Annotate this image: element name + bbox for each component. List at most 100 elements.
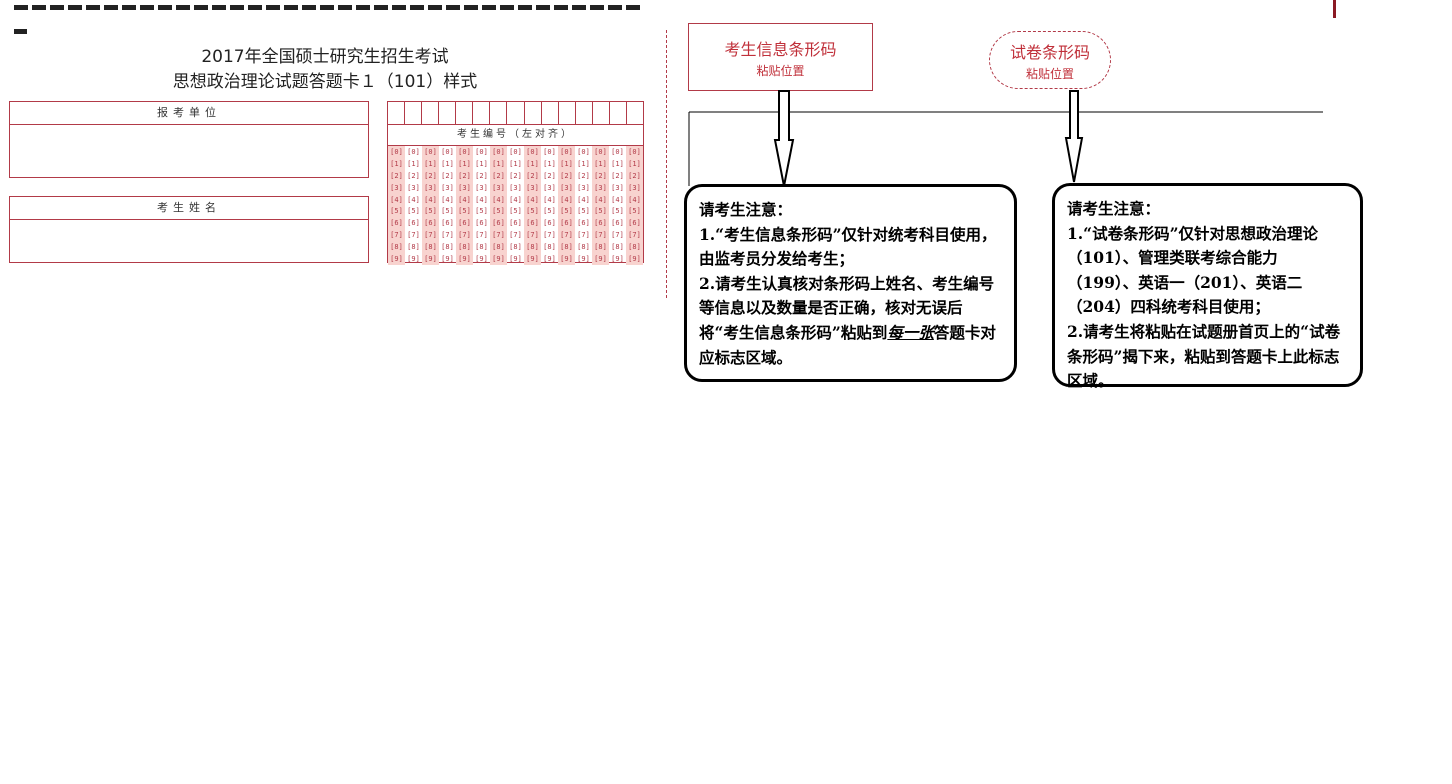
- digit-bubble[interactable]: [9]: [441, 255, 454, 264]
- id-write-cell[interactable]: [473, 102, 491, 124]
- id-write-cells[interactable]: [388, 102, 643, 125]
- digit-bubble[interactable]: [4]: [407, 195, 420, 204]
- digit-bubble[interactable]: [3]: [458, 183, 471, 192]
- digit-bubble[interactable]: [5]: [407, 207, 420, 216]
- digit-bubble[interactable]: [3]: [577, 183, 590, 192]
- digit-bubble[interactable]: [6]: [543, 219, 556, 228]
- digit-bubble[interactable]: [5]: [441, 207, 454, 216]
- digit-bubble[interactable]: [7]: [509, 231, 522, 240]
- digit-bubble[interactable]: [5]: [577, 207, 590, 216]
- digit-bubble[interactable]: [7]: [594, 231, 607, 240]
- digit-bubble[interactable]: [3]: [424, 183, 437, 192]
- digit-bubble[interactable]: [8]: [390, 243, 403, 252]
- digit-bubble[interactable]: [6]: [458, 219, 471, 228]
- digit-bubble[interactable]: [1]: [543, 159, 556, 168]
- digit-bubble[interactable]: [7]: [628, 231, 641, 240]
- id-write-cell[interactable]: [593, 102, 610, 124]
- digit-bubble[interactable]: [1]: [526, 159, 539, 168]
- digit-bubble[interactable]: [5]: [509, 207, 522, 216]
- digit-bubble[interactable]: [7]: [475, 231, 488, 240]
- digit-bubble[interactable]: [0]: [560, 148, 573, 156]
- digit-bubble[interactable]: [9]: [594, 255, 607, 264]
- digit-bubble[interactable]: [1]: [628, 159, 641, 168]
- digit-bubble[interactable]: [0]: [441, 148, 454, 156]
- digit-bubble[interactable]: [4]: [390, 195, 403, 204]
- id-bubble-grid[interactable]: [0] [1] [2] [3] [4] [5] [6] [7] [8] [9] [0] [1] [2] […: [388, 146, 643, 265]
- digit-bubble[interactable]: [3]: [594, 183, 607, 192]
- digit-bubble[interactable]: [2]: [509, 171, 522, 180]
- digit-bubble[interactable]: [9]: [526, 255, 539, 264]
- digit-bubble[interactable]: [3]: [526, 183, 539, 192]
- digit-bubble[interactable]: [2]: [543, 171, 556, 180]
- id-write-cell[interactable]: [507, 102, 525, 124]
- digit-bubble[interactable]: [0]: [526, 148, 539, 156]
- digit-bubble[interactable]: [8]: [458, 243, 471, 252]
- digit-bubble[interactable]: [0]: [492, 148, 505, 156]
- digit-bubble[interactable]: [2]: [492, 171, 505, 180]
- digit-bubble[interactable]: [4]: [509, 195, 522, 204]
- digit-bubble[interactable]: [0]: [458, 148, 471, 156]
- digit-bubble[interactable]: [8]: [424, 243, 437, 252]
- digit-bubble[interactable]: [3]: [441, 183, 454, 192]
- digit-bubble[interactable]: [5]: [594, 207, 607, 216]
- digit-bubble[interactable]: [2]: [441, 171, 454, 180]
- digit-bubble[interactable]: [5]: [475, 207, 488, 216]
- digit-bubble[interactable]: [5]: [390, 207, 403, 216]
- digit-bubble[interactable]: [3]: [407, 183, 420, 192]
- digit-bubble[interactable]: [4]: [560, 195, 573, 204]
- digit-bubble[interactable]: [1]: [407, 159, 420, 168]
- digit-bubble[interactable]: [6]: [560, 219, 573, 228]
- digit-bubble[interactable]: [6]: [407, 219, 420, 228]
- id-write-cell[interactable]: [576, 102, 593, 124]
- digit-bubble[interactable]: [5]: [611, 207, 624, 216]
- digit-bubble[interactable]: [9]: [509, 255, 522, 264]
- digit-bubble[interactable]: [4]: [441, 195, 454, 204]
- digit-bubble[interactable]: [6]: [492, 219, 505, 228]
- digit-bubble[interactable]: [2]: [594, 171, 607, 180]
- digit-bubble[interactable]: [7]: [611, 231, 624, 240]
- digit-bubble[interactable]: [0]: [509, 148, 522, 156]
- digit-bubble[interactable]: [6]: [526, 219, 539, 228]
- digit-bubble[interactable]: [9]: [492, 255, 505, 264]
- digit-bubble[interactable]: [5]: [492, 207, 505, 216]
- digit-bubble[interactable]: [6]: [611, 219, 624, 228]
- digit-bubble[interactable]: [8]: [628, 243, 641, 252]
- digit-bubble[interactable]: [3]: [492, 183, 505, 192]
- digit-bubble[interactable]: [0]: [577, 148, 590, 156]
- digit-bubble[interactable]: [0]: [424, 148, 437, 156]
- digit-bubble[interactable]: [8]: [509, 243, 522, 252]
- digit-bubble[interactable]: [2]: [475, 171, 488, 180]
- digit-bubble[interactable]: [0]: [390, 148, 403, 156]
- digit-bubble[interactable]: [2]: [407, 171, 420, 180]
- digit-bubble[interactable]: [0]: [407, 148, 420, 156]
- digit-bubble[interactable]: [0]: [611, 148, 624, 156]
- digit-bubble[interactable]: [2]: [526, 171, 539, 180]
- digit-bubble[interactable]: [0]: [543, 148, 556, 156]
- digit-bubble[interactable]: [2]: [390, 171, 403, 180]
- digit-bubble[interactable]: [2]: [577, 171, 590, 180]
- digit-bubble[interactable]: [7]: [407, 231, 420, 240]
- digit-bubble[interactable]: [5]: [628, 207, 641, 216]
- digit-bubble[interactable]: [7]: [526, 231, 539, 240]
- digit-bubble[interactable]: [6]: [441, 219, 454, 228]
- id-write-cell[interactable]: [559, 102, 576, 124]
- digit-bubble[interactable]: [7]: [390, 231, 403, 240]
- digit-bubble[interactable]: [9]: [577, 255, 590, 264]
- digit-bubble[interactable]: [4]: [475, 195, 488, 204]
- digit-bubble[interactable]: [6]: [594, 219, 607, 228]
- digit-bubble[interactable]: [8]: [577, 243, 590, 252]
- digit-bubble[interactable]: [8]: [526, 243, 539, 252]
- digit-bubble[interactable]: [4]: [543, 195, 556, 204]
- digit-bubble[interactable]: [5]: [458, 207, 471, 216]
- digit-bubble[interactable]: [7]: [543, 231, 556, 240]
- digit-bubble[interactable]: [1]: [577, 159, 590, 168]
- digit-bubble[interactable]: [2]: [611, 171, 624, 180]
- digit-bubble[interactable]: [6]: [628, 219, 641, 228]
- digit-bubble[interactable]: [6]: [390, 219, 403, 228]
- digit-bubble[interactable]: [0]: [475, 148, 488, 156]
- digit-bubble[interactable]: [4]: [577, 195, 590, 204]
- digit-bubble[interactable]: [9]: [475, 255, 488, 264]
- digit-bubble[interactable]: [3]: [475, 183, 488, 192]
- id-write-cell[interactable]: [422, 102, 440, 124]
- id-write-cell[interactable]: [610, 102, 627, 124]
